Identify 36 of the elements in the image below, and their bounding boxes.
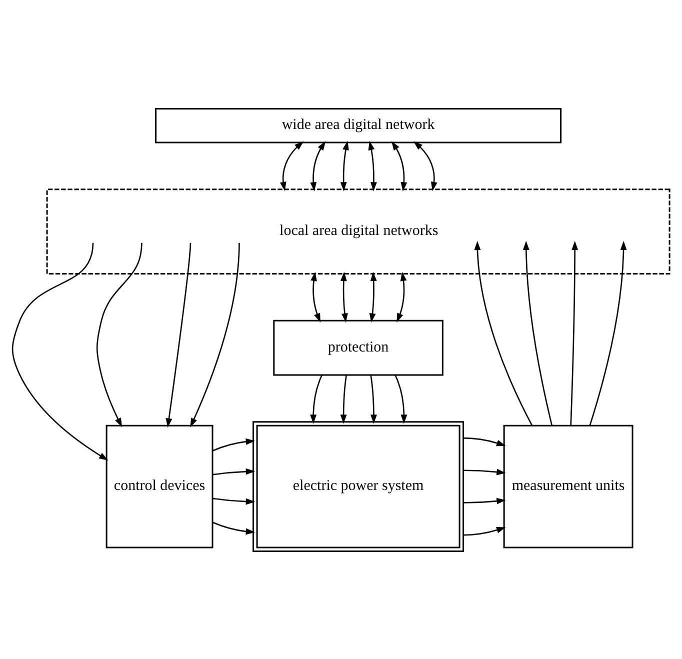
arrow xyxy=(370,374,377,424)
arrow xyxy=(310,140,326,191)
arrow xyxy=(522,240,553,426)
node-box: electric power system xyxy=(252,420,464,552)
arrow xyxy=(340,374,347,424)
arrow xyxy=(340,140,349,191)
arrow xyxy=(280,140,304,191)
arrow xyxy=(463,436,506,446)
arrow xyxy=(212,497,256,504)
arrow xyxy=(190,242,240,427)
arrow xyxy=(340,271,348,322)
arrow xyxy=(369,271,377,322)
node-box: wide area digital network xyxy=(155,108,562,143)
arrow xyxy=(570,240,578,426)
arrow xyxy=(310,271,320,322)
arrow xyxy=(463,468,506,475)
arrow xyxy=(463,497,506,504)
node-box: protection xyxy=(273,319,444,376)
arrow xyxy=(212,438,256,451)
arrow xyxy=(394,374,408,424)
arrow xyxy=(391,140,408,191)
node-box: local area digital networks xyxy=(46,188,670,274)
arrow xyxy=(212,521,256,534)
arrow xyxy=(589,240,627,426)
node-box: measurement units xyxy=(503,424,634,548)
arrow xyxy=(12,242,108,460)
arrow xyxy=(166,242,192,428)
arrow xyxy=(463,526,506,536)
arrow xyxy=(212,468,256,475)
arrow xyxy=(96,242,142,427)
arrow xyxy=(310,374,322,424)
arrow xyxy=(368,140,377,191)
arrow xyxy=(474,240,533,426)
arrow xyxy=(413,140,438,191)
node-box: control devices xyxy=(106,424,214,548)
arrow xyxy=(396,271,407,322)
